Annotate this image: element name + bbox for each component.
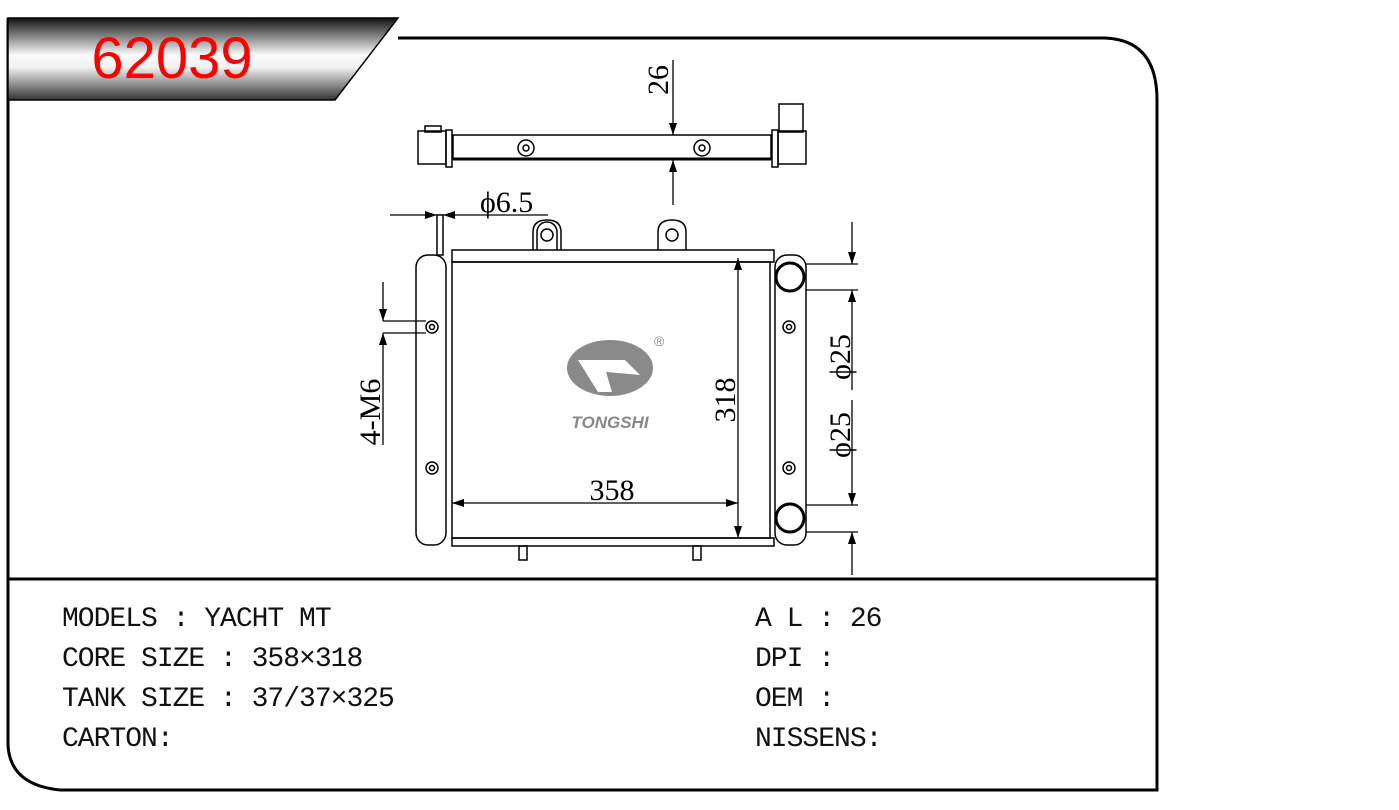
dim-core-width: 358 [590, 474, 635, 507]
sheet-frame [6, 18, 1159, 792]
registered-mark: ® [654, 333, 665, 349]
dim-port-top: ϕ25 [824, 334, 857, 380]
spec-core-size: CORE SIZE : 358×318 [62, 644, 363, 675]
spec-al: A L : 26 [755, 604, 882, 635]
part-number-banner: 62039 [7, 17, 400, 101]
spec-carton: CARTON: [62, 724, 174, 755]
spec-oem: OEM : [755, 684, 835, 715]
dim-mount: 4-M6 [354, 379, 387, 446]
dimension-lines [379, 60, 858, 575]
radiator-front-view [415, 214, 807, 561]
tongshi-logo: ® TONGSHI [567, 333, 665, 432]
dim-thickness: 26 [642, 65, 675, 95]
spec-models: MODELS : YACHT MT [62, 604, 332, 635]
dim-port-bottom: ϕ25 [824, 412, 857, 458]
radiator-top-view [417, 103, 807, 168]
logo-text: TONGSHI [571, 413, 649, 432]
dimension-labels: 26 ϕ6.5 358 318 4-M6 ϕ25 ϕ25 [354, 65, 857, 507]
spec-tank-size: TANK SIZE : 37/37×325 [62, 684, 395, 715]
spec-nissens: NISSENS: [755, 724, 882, 755]
dim-core-height: 318 [709, 378, 742, 423]
spec-dpi: DPI : [755, 644, 835, 675]
dim-pin-diameter: ϕ6.5 [480, 186, 533, 219]
part-number: 62039 [91, 26, 252, 91]
